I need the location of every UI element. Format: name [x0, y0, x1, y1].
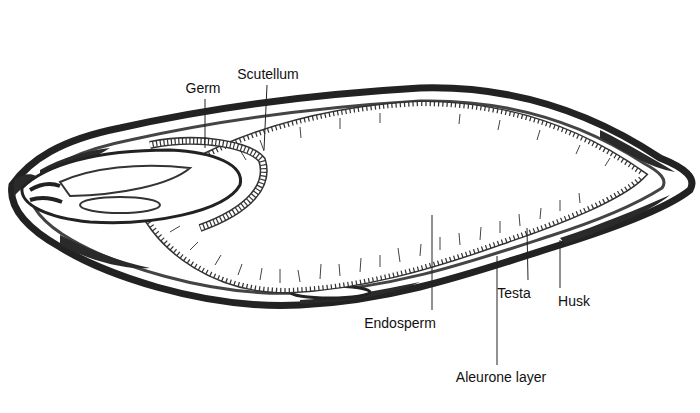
germ-tip	[30, 184, 62, 202]
part-label: Testa	[497, 285, 530, 301]
husk-outline	[12, 88, 692, 306]
scutellum-cells	[150, 141, 264, 228]
part-label: Endosperm	[364, 315, 436, 331]
part-label: Husk	[558, 293, 590, 309]
husk-inner-line	[29, 101, 664, 293]
leader-lines	[205, 85, 560, 365]
part-label: Aleurone layer	[456, 369, 546, 385]
germ-plumule	[60, 166, 190, 196]
germ-radicle	[80, 197, 160, 213]
part-label: Scutellum	[237, 66, 298, 82]
germ-outline	[22, 150, 241, 223]
part-label: Germ	[186, 80, 221, 96]
scutellum-band	[150, 141, 264, 228]
